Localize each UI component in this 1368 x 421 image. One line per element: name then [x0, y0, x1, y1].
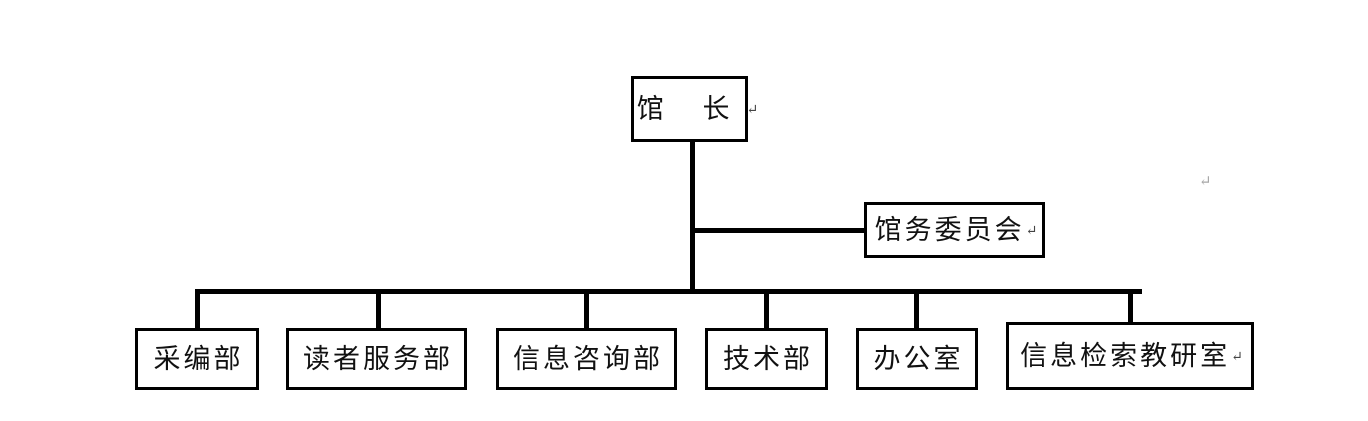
org-node-information-consulting-label: 信息咨询部 — [513, 343, 663, 374]
connector-drop-reader-services — [376, 289, 381, 329]
org-node-committee[interactable]: 馆务委员会↵ — [864, 202, 1045, 258]
connector-drop-acquisitions — [195, 289, 200, 329]
connector-drop-info-retrieval-teaching — [1128, 289, 1133, 329]
org-node-reader-services-label: 读者服务部 — [303, 343, 453, 374]
pilcrow-icon: ↵ — [1025, 224, 1038, 240]
connector-drop-technology — [764, 289, 769, 329]
org-node-reader-services[interactable]: 读者服务部 — [286, 328, 467, 390]
org-node-committee-label: 馆务委员会↵ — [874, 214, 1038, 245]
org-node-technology-label: 技术部 — [723, 343, 813, 374]
org-node-information-consulting[interactable]: 信息咨询部 — [496, 328, 677, 390]
org-node-office-label: 办公室 — [873, 343, 964, 374]
connector-drop-office — [914, 289, 919, 329]
connector-trunk-vertical — [690, 141, 695, 293]
connector-drop-information-consulting — [584, 289, 589, 329]
org-node-technology[interactable]: 技术部 — [705, 328, 828, 390]
org-node-info-retrieval-teaching-label: 信息检索教研室↵ — [1020, 340, 1243, 371]
org-node-info-retrieval-teaching[interactable]: 信息检索教研室↵ — [1006, 322, 1254, 390]
org-node-office[interactable]: 办公室 — [856, 328, 978, 390]
connector-committee-horizontal — [693, 228, 865, 233]
pilcrow-icon: ↵ — [746, 103, 759, 119]
org-node-director-label: 馆 长↵ — [636, 93, 759, 124]
stray-pilcrow-icon: ↵ — [1199, 174, 1212, 190]
pilcrow-icon: ↵ — [1231, 350, 1243, 366]
org-node-director[interactable]: 馆 长↵ — [631, 76, 758, 142]
connector-department-bus — [195, 289, 1142, 294]
org-node-acquisitions-label: 采编部 — [153, 343, 244, 374]
org-node-acquisitions[interactable]: 采编部 — [135, 328, 259, 390]
